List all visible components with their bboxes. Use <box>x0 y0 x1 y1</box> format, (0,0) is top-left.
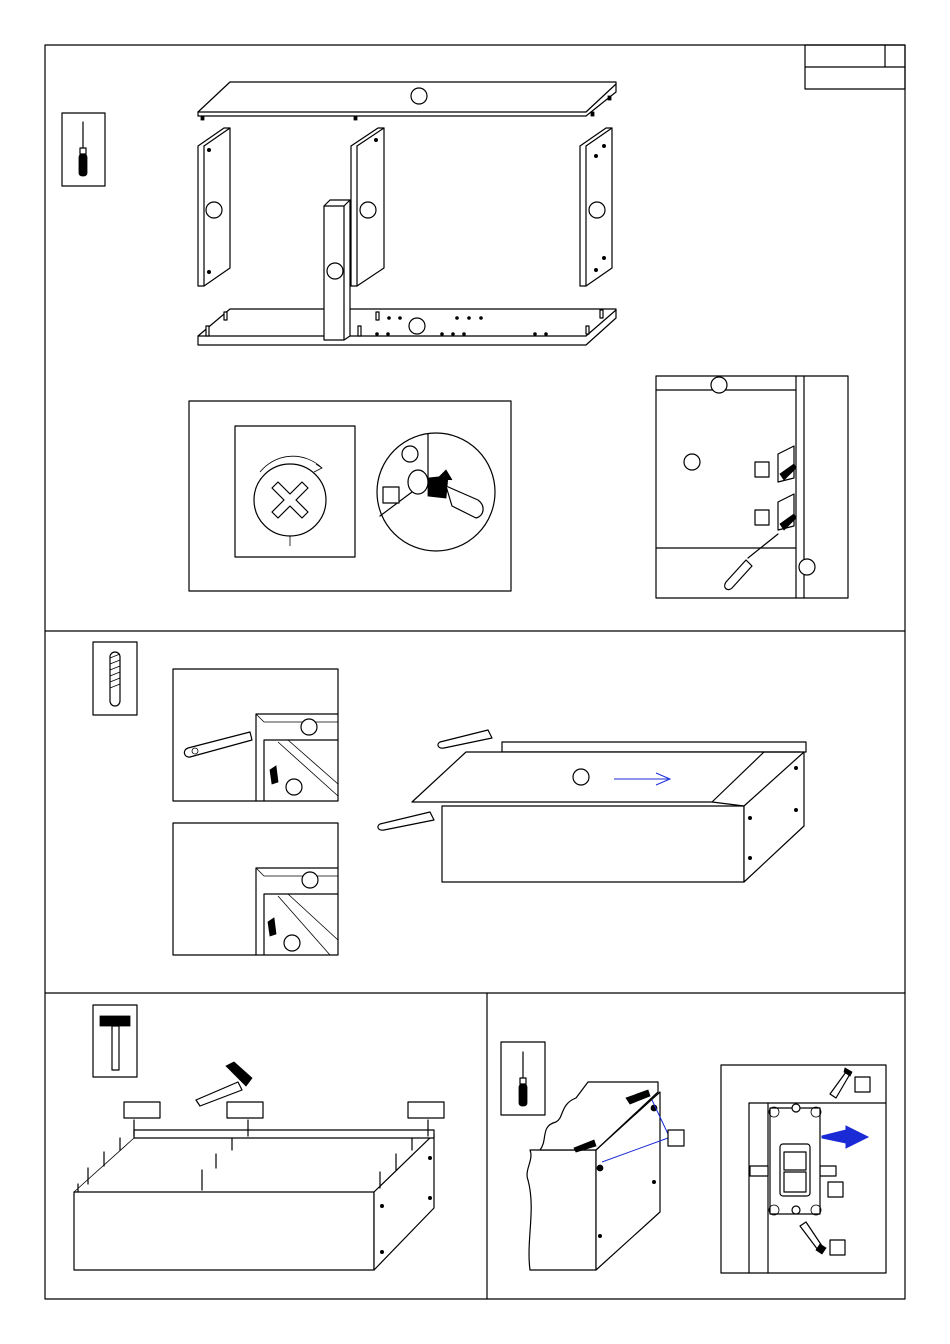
rail-detail-bottom <box>173 823 338 955</box>
part-marker-detail-top <box>711 377 727 393</box>
cam-lock-turning <box>377 433 495 551</box>
part-marker-back-panel <box>573 769 589 785</box>
panel-center <box>351 128 384 286</box>
label-box-nail-1 <box>124 1102 160 1118</box>
label-box-nail-2 <box>227 1102 263 1118</box>
hinge-plate <box>769 1104 821 1215</box>
cabinet-top-edge <box>502 742 806 752</box>
part-marker-cam <box>402 446 418 462</box>
hammer-icon <box>196 1062 252 1106</box>
step-3 <box>74 1005 444 1270</box>
part-marker-panel-a <box>286 779 302 795</box>
screwdriver-icon <box>79 122 87 176</box>
step-1 <box>62 82 848 598</box>
panel-side-right <box>580 128 612 286</box>
part-marker-bottom <box>409 318 425 334</box>
screwdriver-icon <box>519 1052 527 1106</box>
label-box-screw-1 <box>755 462 769 477</box>
part-marker-right <box>589 202 605 218</box>
door-hinge-view <box>527 1082 684 1270</box>
step-2 <box>93 642 806 955</box>
tool-box-step-1 <box>62 113 105 186</box>
part-marker-left <box>206 202 222 218</box>
cam-lock-detail <box>189 401 511 591</box>
screw-fixing-detail <box>656 376 848 598</box>
label-box-hinge-plate <box>828 1182 843 1197</box>
insert-direction-arrow <box>822 1126 868 1148</box>
label-box-hinge-screw-top <box>855 1077 870 1092</box>
label-box-screw-2 <box>755 510 769 525</box>
dowel-icon <box>438 730 492 748</box>
label-box-hinge-screw-bottom <box>830 1240 845 1255</box>
part-marker-panel-b <box>284 935 300 951</box>
part-marker-rail-b <box>302 872 318 888</box>
panel-divider <box>324 200 350 340</box>
part-marker-detail-side <box>799 559 815 575</box>
part-marker-divider <box>327 263 343 279</box>
back-panel-insertion <box>378 730 806 882</box>
part-marker-rail-a <box>301 719 317 735</box>
part-marker-center <box>360 202 376 218</box>
panel-side-left <box>198 128 230 286</box>
dowel-icon <box>378 812 434 830</box>
dowel-icon <box>110 652 120 706</box>
panel-top <box>198 82 616 120</box>
cabinet-back-nailing <box>74 1130 434 1270</box>
part-marker-detail-panel <box>684 454 700 470</box>
tool-box-step-4 <box>501 1042 545 1115</box>
label-box-nail-3 <box>408 1102 444 1118</box>
tool-box-step-2 <box>93 642 137 715</box>
page-number-box <box>805 45 905 89</box>
dowel-icon <box>184 732 252 757</box>
tool-box-step-3 <box>93 1005 137 1077</box>
cabinet-front <box>442 806 744 882</box>
hammer-icon <box>100 1016 130 1070</box>
panel-bottom <box>198 309 616 345</box>
cabinet-side <box>744 752 804 882</box>
hinge-plate-detail <box>721 1065 886 1273</box>
label-box-cam <box>383 487 399 503</box>
part-marker-top <box>411 88 427 104</box>
cam-lock-closeup <box>235 426 355 557</box>
step-4 <box>501 1042 886 1273</box>
rail-detail-top <box>173 669 338 801</box>
screwdriver-icon <box>725 534 778 590</box>
label-box-hinge <box>668 1130 684 1146</box>
